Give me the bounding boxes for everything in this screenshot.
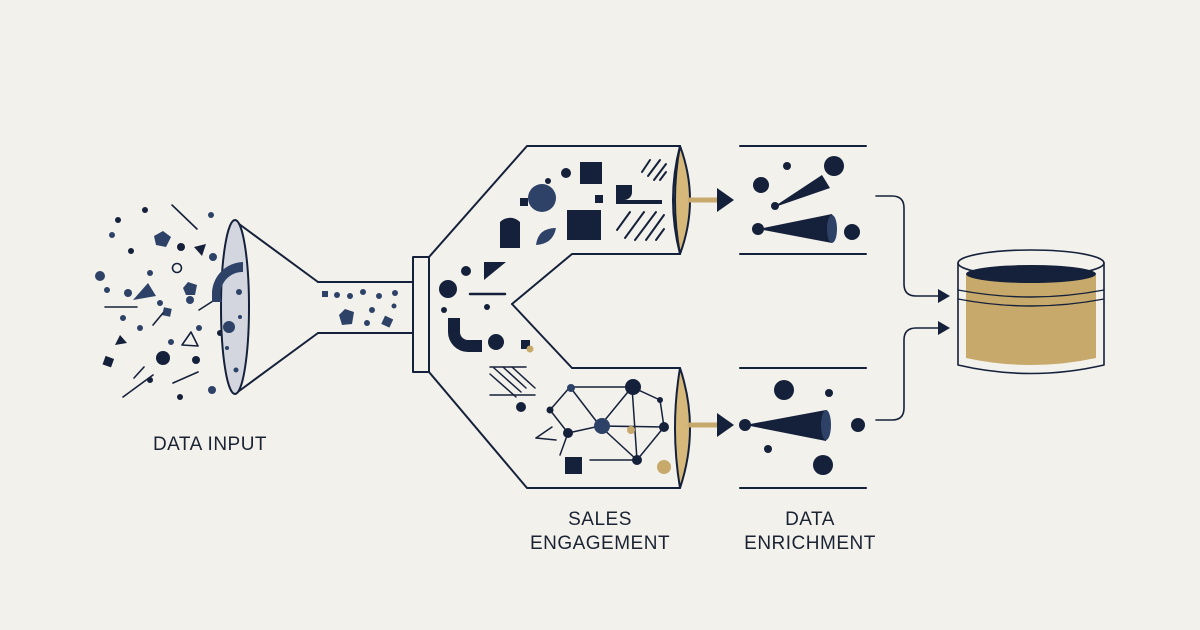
enrichment-channel-upper bbox=[739, 145, 867, 255]
sales-engagement-label-line1: SALES bbox=[568, 509, 632, 530]
data-enrichment-label: DATA ENRICHMENT bbox=[730, 508, 890, 556]
data-input-label-text: DATA INPUT bbox=[152, 434, 268, 455]
data-input-label: DATA INPUT bbox=[140, 433, 280, 457]
input-funnel bbox=[212, 219, 319, 395]
lower-branch-network bbox=[489, 366, 671, 474]
data-enrichment-label-line1: DATA bbox=[785, 509, 835, 530]
scattered-data-particles bbox=[95, 204, 229, 400]
storage-cylinder bbox=[957, 249, 1105, 375]
upper-branch-shapes bbox=[500, 159, 667, 248]
data-enrichment-label-line2: ENRICHMENT bbox=[744, 533, 876, 554]
sales-engagement-label: SALES ENGAGEMENT bbox=[520, 508, 680, 556]
sales-engagement-lens-lower bbox=[674, 367, 734, 489]
connector-tube bbox=[317, 256, 430, 373]
enrichment-channel-lower bbox=[739, 367, 867, 489]
storage-connectors bbox=[875, 195, 950, 421]
sales-engagement-label-line2: ENGAGEMENT bbox=[529, 533, 671, 554]
split-pipe bbox=[428, 145, 681, 489]
sales-engagement-lens-upper bbox=[672, 145, 734, 255]
